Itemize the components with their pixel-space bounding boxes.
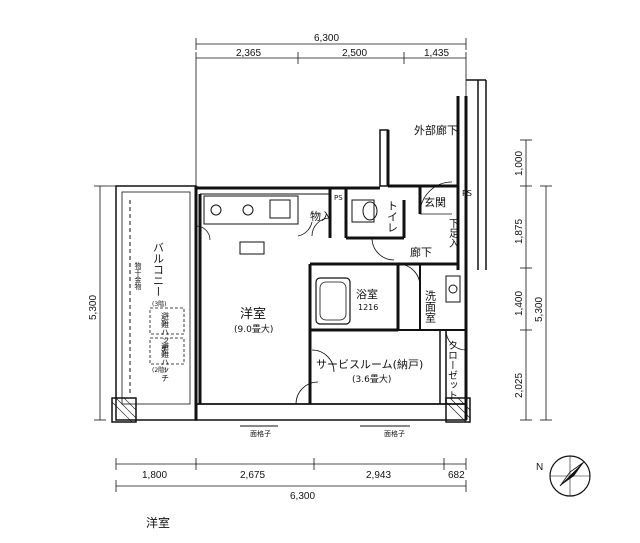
balcony-label: バルコニー — [152, 242, 165, 297]
washbasin — [445, 275, 461, 303]
service-room-label: サービスルーム(納戸) — [316, 358, 423, 371]
outer-corridor-label: 外部廊下 — [414, 123, 458, 137]
bathroom-label: 浴室 — [356, 287, 378, 301]
handrail-label: 物干金物 — [134, 261, 142, 291]
windows — [240, 419, 410, 427]
top-dim-1: 2,365 — [236, 48, 261, 59]
bottom-dim-1: 1,800 — [142, 470, 167, 481]
western-room-size: (9.0畳大) — [234, 323, 273, 335]
compass-north-label: N — [536, 462, 543, 473]
shoe-storage-label: 下足入 — [447, 218, 459, 248]
column-hatching — [111, 397, 471, 423]
service-room-size: (3.6畳大) — [352, 373, 391, 385]
ps-label-right: PS — [462, 189, 472, 198]
bottom-total-dim: 6,300 — [290, 491, 315, 502]
door-swings — [195, 181, 467, 405]
bottom-dimension-lines — [115, 458, 467, 492]
right-dimension-lines — [520, 139, 552, 421]
walls — [111, 79, 487, 423]
right-total-dim: 5,300 — [534, 297, 545, 322]
ps-label-left: PS — [334, 194, 343, 202]
top-total-dim: 6,300 — [314, 33, 339, 44]
bottom-dim-2: 2,675 — [240, 470, 265, 481]
window-rail-left-label: 面格子 — [250, 429, 271, 438]
right-dim-4: 2,025 — [514, 373, 525, 398]
hallway-label: 廊下 — [410, 245, 432, 259]
caption: 洋室 — [146, 516, 171, 530]
left-dimension-lines — [94, 185, 196, 421]
top-dimension-lines — [195, 38, 467, 186]
closet-label: クローゼット — [446, 340, 458, 400]
right-dim-3: 1,400 — [514, 291, 525, 316]
window-rail-right-label: 面格子 — [384, 429, 405, 438]
western-room-label: 洋室 — [240, 306, 266, 322]
entrance-label: 玄関 — [424, 195, 446, 209]
toilet-label: トイレ — [386, 200, 399, 233]
right-dim-2: 1,875 — [514, 219, 525, 244]
escape-hatches — [149, 307, 185, 365]
bathtub — [315, 277, 351, 325]
toilet-fixture — [351, 199, 378, 223]
storage-label: 物入 — [310, 209, 332, 223]
top-dim-2: 2,500 — [342, 48, 367, 59]
hatch-bottom-floor: (2階) — [152, 366, 167, 374]
top-dim-3: 1,435 — [424, 48, 449, 59]
washroom-label: 洗面室 — [424, 290, 437, 323]
bath-code: 1216 — [358, 303, 378, 312]
bottom-dim-3: 2,943 — [366, 470, 391, 481]
right-dim-1: 1,000 — [514, 151, 525, 176]
kitchen-counter — [203, 195, 299, 255]
compass-icon — [549, 455, 591, 497]
bottom-dim-4: 682 — [448, 470, 465, 481]
hatch-top-floor: (3階) — [152, 300, 167, 308]
hatch-top-label: 避難ハッチ — [161, 311, 170, 352]
left-total-dim: 5,300 — [88, 295, 99, 320]
hatch-bottom-label: 避難ハッチ — [161, 341, 170, 382]
